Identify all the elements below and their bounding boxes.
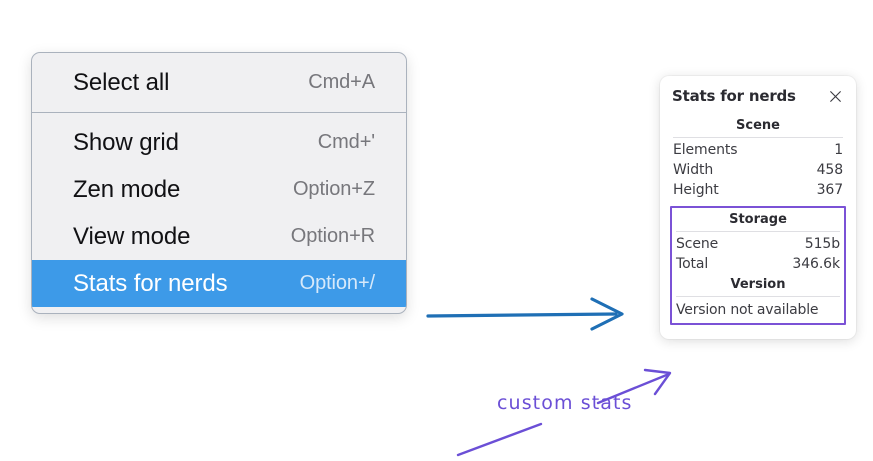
menu-item-view-mode[interactable]: View mode Option+R [32,213,406,260]
divider [676,296,840,297]
stat-key: Total [676,256,709,272]
blue-arrow-annotation [426,297,624,331]
stat-value: 458 [816,162,844,178]
stats-group-heading: Storage [729,212,787,227]
stats-group-version: Version Version not available [675,274,841,321]
stat-value: 1 [834,142,843,158]
menu-item-label: View mode [73,222,191,250]
stat-row-storage-scene: Scene 515b [675,234,841,254]
divider [676,231,840,232]
stat-row-storage-total: Total 346.6k [675,254,841,274]
stat-row-height: Height 367 [672,180,844,200]
menu-item-shortcut: Option+R [290,225,375,247]
menu-item-show-grid[interactable]: Show grid Cmd+' [32,119,406,166]
menu-section-1: Select all Cmd+A [32,53,406,112]
menu-item-label: Show grid [73,128,179,156]
stat-value: 515b [804,236,840,252]
stat-value: 367 [816,182,844,198]
stat-key: Height [673,182,719,198]
stats-panel-titlebar: Stats for nerds [672,87,844,105]
stat-key: Elements [673,142,738,158]
close-icon[interactable] [827,88,844,105]
divider [673,137,843,138]
menu-item-select-all[interactable]: Select all Cmd+A [32,59,406,106]
stats-group-heading: Version [730,277,786,292]
stats-group-heading: Scene [736,118,780,133]
stat-value: 346.6k [792,256,840,272]
stats-for-nerds-panel[interactable]: Stats for nerds Scene Elements 1 Width 4… [660,76,856,339]
custom-stats-annotation-label: custom stats [497,392,633,414]
version-text: Version not available [676,302,819,318]
purple-underline-annotation [456,422,543,457]
menu-section-2: Show grid Cmd+' Zen mode Option+Z View m… [32,112,406,313]
stat-row-width: Width 458 [672,160,844,180]
menu-item-shortcut: Option+/ [299,272,375,294]
custom-stats-highlight-box: Storage Scene 515b Total 346.6k Version … [670,206,846,325]
stat-key: Width [673,162,714,178]
menu-item-stats-for-nerds[interactable]: Stats for nerds Option+/ [32,260,406,307]
menu-item-shortcut: Cmd+A [308,71,375,93]
context-menu[interactable]: Select all Cmd+A Show grid Cmd+' Zen mod… [31,52,407,314]
menu-item-label: Stats for nerds [73,269,228,297]
menu-item-shortcut: Option+Z [292,178,375,200]
menu-item-label: Zen mode [73,175,181,203]
menu-item-zen-mode[interactable]: Zen mode Option+Z [32,166,406,213]
stat-row-elements: Elements 1 [672,140,844,160]
stat-key: Scene [676,236,719,252]
stats-group-storage: Storage Scene 515b Total 346.6k [675,209,841,274]
stats-panel-title: Stats for nerds [672,87,796,105]
stats-group-scene: Scene Elements 1 Width 458 Height 367 [672,115,844,200]
menu-item-shortcut: Cmd+' [317,131,375,153]
menu-item-label: Select all [73,68,170,96]
